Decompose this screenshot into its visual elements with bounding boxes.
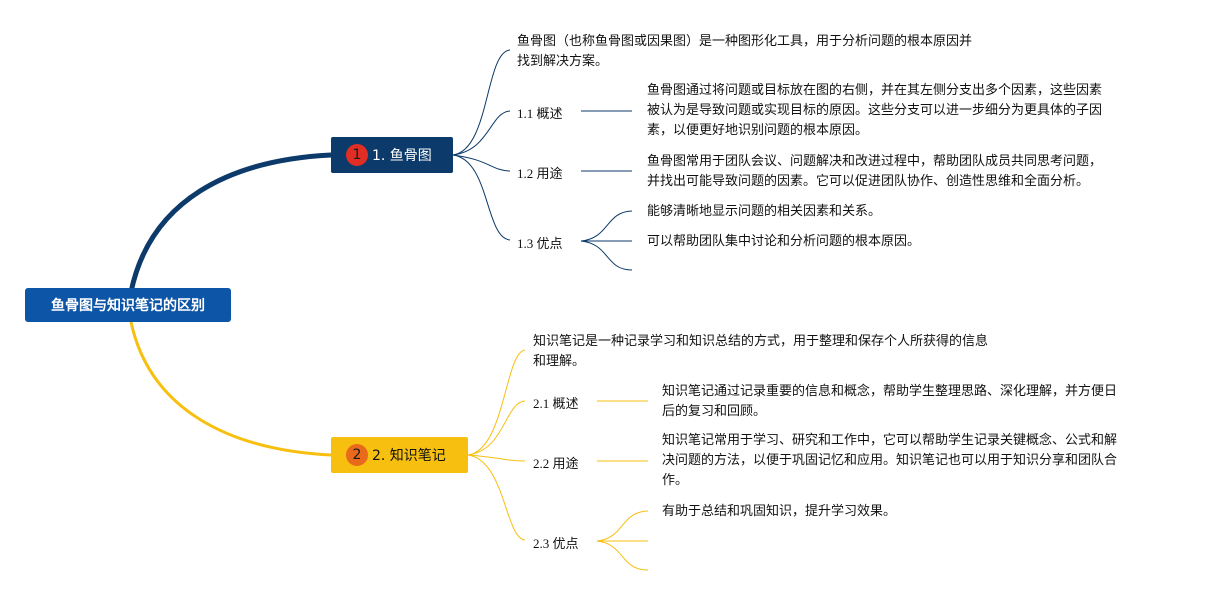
subtopic-1-2-detail-line-1: 鱼骨图常用于团队会议、问题解决和改进过程中，帮助团队成员共同思考问题，: [647, 154, 1103, 169]
subtopic-2-2-detail-line-2: 决问题的方法，以便于巩固记忆和应用。知识笔记也可以用于知识分享和团队合: [662, 453, 1118, 468]
subtopic-1-2-detail[interactable]: 鱼骨图常用于团队会议、问题解决和改进过程中，帮助团队成员共同思考问题， 并找出可…: [647, 152, 1102, 192]
subtopic-1-1-detail-line-2: 被认为是导致问题或实现目标的原因。这些分支可以进一步细分为更具体的子因: [647, 103, 1103, 118]
subtopic-2-3-label[interactable]: 2.3 优点: [533, 536, 579, 551]
root-node[interactable]: 鱼骨图与知识笔记的区别: [25, 288, 231, 322]
subtopic-1-1-detail-line-3: 素，以便更好地识别问题的根本原因。: [647, 123, 869, 138]
2-3-item3-line: [596, 540, 649, 571]
branch2-to-2-1-line: [467, 400, 526, 456]
badge-number-1: 1: [346, 144, 368, 166]
subtopic-2-2-detail[interactable]: 知识笔记常用于学习、研究和工作中，它可以帮助学生记录关键概念、公式和解 决问题的…: [662, 431, 1117, 491]
subtopic-1-1-detail-line-1: 鱼骨图通过将问题或目标放在图的右侧，并在其左侧分支出多个因素，这些因素: [647, 83, 1103, 98]
subtopic-2-1-detail[interactable]: 知识笔记通过记录重要的信息和概念，帮助学生整理思路、深化理解，并方便日 后的复习…: [662, 382, 1117, 422]
branch2-to-intro-line: [467, 349, 526, 456]
branch1-to-intro-line: [452, 49, 511, 156]
fishbone-intro-line-2: 找到解决方案。: [517, 54, 609, 69]
subtopic-2-3-item-1[interactable]: 有助于总结和巩固知识，提升学习效果。: [662, 504, 897, 519]
1-3-item1-line: [580, 210, 633, 242]
subtopic-1-1-detail[interactable]: 鱼骨图通过将问题或目标放在图的右侧，并在其左侧分支出多个因素，这些因素 被认为是…: [647, 81, 1102, 141]
subtopic-2-2-label[interactable]: 2.2 用途: [533, 456, 579, 471]
branch-label-fishbone: 1. 鱼骨图: [372, 148, 432, 164]
branch1-to-1-3-line: [452, 154, 511, 241]
branch1-to-1-1-line: [452, 110, 511, 156]
branch-node-fishbone[interactable]: 1 1. 鱼骨图: [331, 137, 453, 173]
branch2-to-2-2-line: [467, 454, 526, 462]
badge-number-2: 2: [346, 444, 368, 466]
knowledge-notes-intro[interactable]: 知识笔记是一种记录学习和知识总结的方式，用于整理和保存个人所获得的信息 和理解。: [533, 332, 988, 372]
subtopic-2-2-detail-line-3: 作。: [662, 473, 689, 488]
subtopic-1-3-item-2[interactable]: 可以帮助团队集中讨论和分析问题的根本原因。: [647, 234, 921, 249]
subtopic-1-3-item-1[interactable]: 能够清晰地显示问题的相关因素和关系。: [647, 204, 882, 219]
subtopic-2-2-detail-line-1: 知识笔记常用于学习、研究和工作中，它可以帮助学生记录关键概念、公式和解: [662, 433, 1118, 448]
branch-label-knowledge-notes: 2. 知识笔记: [372, 448, 446, 464]
subtopic-2-1-detail-line-1: 知识笔记通过记录重要的信息和概念，帮助学生整理思路、深化理解，并方便日: [662, 384, 1118, 399]
subtopic-1-2-label[interactable]: 1.2 用途: [517, 166, 563, 181]
fishbone-intro-line-1: 鱼骨图（也称鱼骨图或因果图）是一种图形化工具，用于分析问题的根本原因并: [517, 34, 973, 49]
root-to-branch2-line: [129, 320, 333, 457]
2-3-item1-line: [596, 510, 649, 542]
subtopic-1-3-label[interactable]: 1.3 优点: [517, 236, 563, 251]
branch1-to-1-2-line: [452, 154, 511, 172]
fishbone-intro[interactable]: 鱼骨图（也称鱼骨图或因果图）是一种图形化工具，用于分析问题的根本原因并 找到解决…: [517, 32, 972, 72]
root-to-branch1-line: [128, 152, 334, 295]
subtopic-1-2-detail-line-2: 并找出可能导致问题的因素。它可以促进团队协作、创造性思维和全面分析。: [647, 174, 1090, 189]
1-3-item3-line: [580, 240, 633, 271]
subtopic-2-1-label[interactable]: 2.1 概述: [533, 396, 579, 411]
subtopic-2-1-detail-line-2: 后的复习和回顾。: [662, 404, 767, 419]
knowledge-notes-intro-line-2: 和理解。: [533, 354, 586, 369]
subtopic-1-1-label[interactable]: 1.1 概述: [517, 106, 563, 121]
branch-node-knowledge-notes[interactable]: 2 2. 知识笔记: [331, 437, 468, 473]
branch2-to-2-3-line: [467, 454, 526, 541]
knowledge-notes-intro-line-1: 知识笔记是一种记录学习和知识总结的方式，用于整理和保存个人所获得的信息: [533, 334, 989, 349]
